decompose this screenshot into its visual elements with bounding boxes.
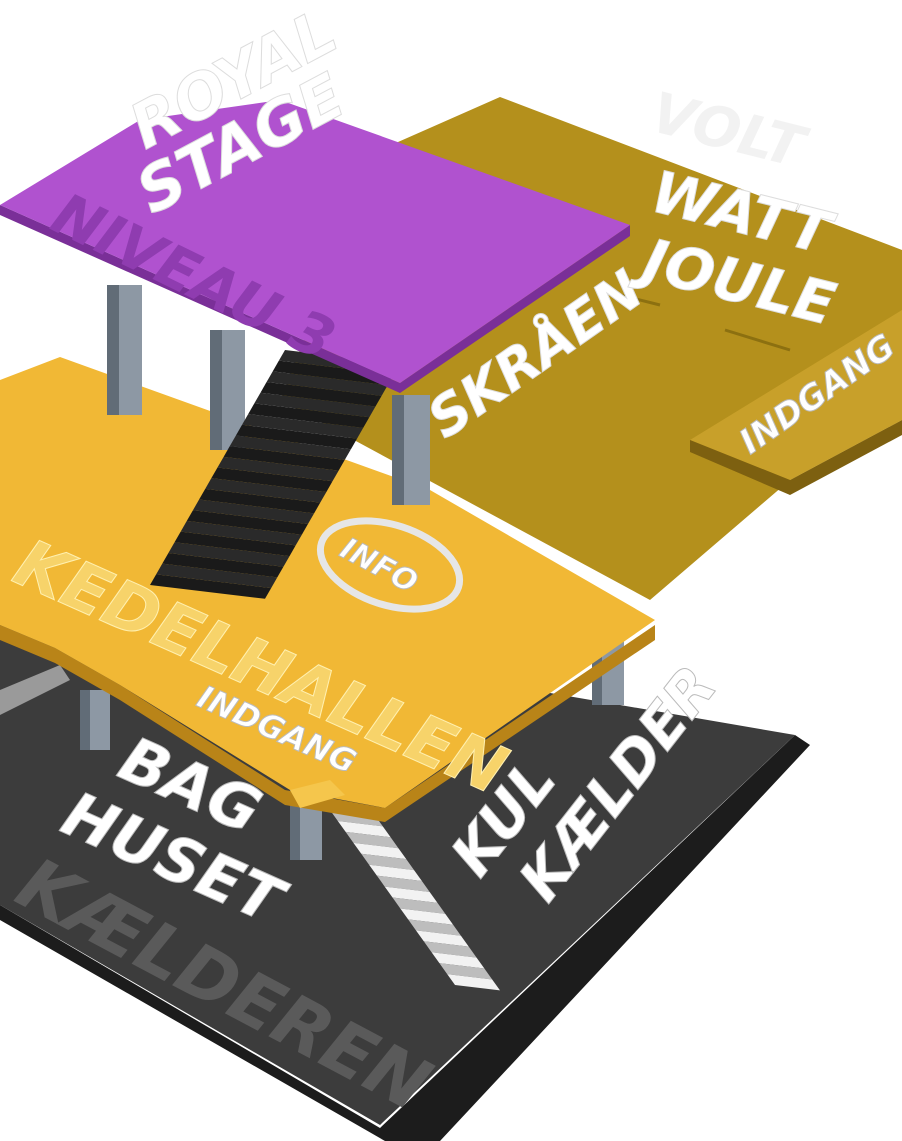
volt-floor-edge — [790, 420, 902, 495]
niveau3-floor — [0, 100, 630, 393]
kedelhallen-entrance-step — [290, 780, 345, 808]
stair-step — [223, 446, 345, 471]
stair-step — [337, 820, 391, 838]
niveau3-floor-top — [0, 100, 630, 383]
stair-step — [423, 941, 477, 958]
stair-step — [186, 510, 308, 535]
stair-step — [361, 853, 415, 871]
pillar — [80, 690, 90, 750]
stair-step — [408, 919, 461, 936]
stair-step — [211, 467, 333, 492]
stair-step — [272, 360, 394, 386]
stair-step — [217, 456, 339, 482]
stair-step — [235, 424, 358, 450]
stair-step — [229, 435, 351, 460]
main-staircase — [150, 350, 400, 599]
stair-step — [266, 371, 388, 396]
info-circle — [316, 517, 464, 613]
stair-step — [248, 403, 370, 428]
stair-step — [369, 864, 422, 882]
left-staircase-fragment — [0, 665, 70, 715]
kedelhallen-floor — [0, 357, 655, 822]
stair-step — [415, 930, 469, 947]
pillar — [210, 330, 222, 450]
stair-step — [392, 897, 446, 914]
pillar — [107, 285, 119, 415]
stair-step — [168, 542, 290, 567]
stair-step — [353, 842, 407, 860]
basement-staircase — [330, 810, 500, 991]
pillar — [290, 790, 300, 860]
volt-floor-divider — [599, 288, 661, 307]
stair-step — [162, 552, 284, 578]
stair-step — [174, 531, 296, 557]
pillar — [392, 395, 404, 505]
stair-step — [400, 908, 454, 925]
stair-step — [180, 520, 302, 546]
volt-entrance-platform-edge — [690, 440, 790, 495]
stair-step — [439, 963, 493, 980]
volt-entrance-platform — [690, 310, 902, 480]
stair-step — [242, 414, 364, 439]
stair-step — [199, 488, 321, 514]
stair-step — [345, 831, 399, 849]
kedelhallen-floor-edge — [0, 625, 655, 822]
stair-step — [447, 974, 500, 991]
kedelhallen-floor-top — [0, 357, 655, 808]
stair-step — [150, 574, 272, 599]
stair-step — [205, 478, 327, 503]
stair-step — [260, 382, 382, 407]
stair-step — [192, 499, 315, 525]
stair-step — [431, 952, 485, 969]
stair-step — [254, 392, 376, 418]
volt-floor-divider — [724, 328, 791, 352]
stair-step — [156, 563, 278, 589]
stair-step — [384, 886, 438, 903]
stair-step — [376, 875, 430, 892]
